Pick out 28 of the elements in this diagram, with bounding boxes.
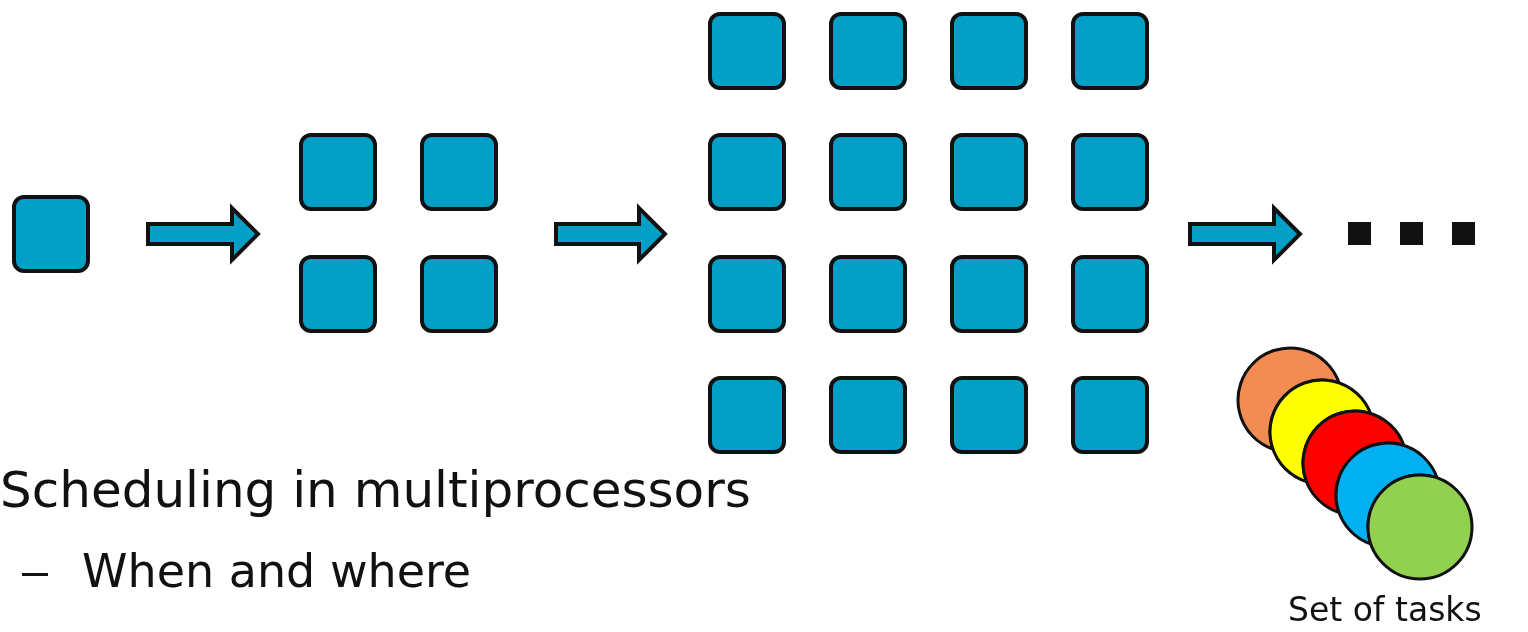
processor-box [708,12,786,90]
processor-box [950,12,1028,90]
processor-box [829,376,907,454]
caption-text: Set of tasks [1288,593,1482,626]
processor-box [420,133,498,211]
ellipsis-square [1348,222,1371,245]
title-text: Scheduling in multiprocessors [0,465,751,515]
processor-box [829,133,907,211]
processor-box [12,195,90,273]
processor-box [299,255,377,333]
processor-box [950,376,1028,454]
processor-box [708,376,786,454]
processor-box [1071,376,1149,454]
processor-box [1071,255,1149,333]
processor-box [950,133,1028,211]
processor-box [829,12,907,90]
ellipsis-square [1452,222,1475,245]
processor-box [1071,133,1149,211]
processor-box [708,255,786,333]
bullet-text: When and where [82,548,472,594]
processor-box [1071,12,1149,90]
processor-box [950,255,1028,333]
processor-box [829,255,907,333]
processor-box [299,133,377,211]
ellipsis-square [1400,222,1423,245]
processor-box [708,133,786,211]
processor-box [420,255,498,333]
task-circle [1366,473,1474,581]
